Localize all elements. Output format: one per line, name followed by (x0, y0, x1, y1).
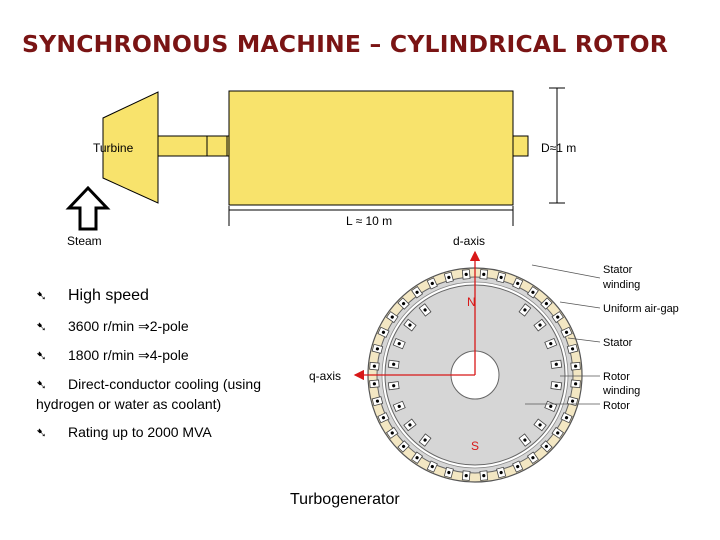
generator-body (228, 90, 514, 206)
rotor-winding-label-line-2: winding (602, 385, 640, 397)
turbine-body (102, 91, 159, 204)
bullet-marker-icon: ➷ (36, 426, 47, 441)
stator-slot (570, 379, 581, 389)
rotor-slot (387, 359, 400, 369)
stator-slot (526, 286, 539, 299)
stator-slot (570, 361, 581, 371)
stator-winding-label-line-2: winding (602, 279, 640, 291)
d-axis-label: d-axis (453, 234, 485, 248)
stator-slot (426, 277, 438, 290)
bullet-cooling-text-line-1: Direct-conductor cooling (using (68, 376, 261, 392)
stator-slot (566, 396, 579, 407)
stator-slot (479, 470, 489, 481)
rotor-slot (403, 318, 417, 332)
bullet-2-pole-text: 3600 r/min ⇒2-pole (68, 318, 189, 334)
stator-slot (369, 361, 380, 371)
rotor-slot (550, 359, 563, 369)
stator-slot (411, 286, 424, 299)
stator-slot (371, 343, 384, 354)
rotor-slot (387, 381, 400, 391)
stator-slot (371, 396, 384, 407)
bullet-4-pole: ➷ 1800 r/min ⇒4-pole (36, 347, 189, 364)
stator-slot (540, 440, 553, 453)
stator-slot (443, 271, 454, 284)
bullet-marker-icon: ➷ (36, 289, 47, 304)
rotor-slot (533, 318, 547, 332)
turbogenerator-caption: Turbogenerator (290, 491, 400, 508)
q-axis-label: q-axis (309, 369, 341, 383)
south-pole-label: S (471, 439, 479, 453)
bullet-4-pole-text: 1800 r/min ⇒4-pole (68, 347, 189, 363)
stator-slot (512, 460, 524, 473)
air-gap-leader (559, 301, 601, 309)
rotor-winding-label-line-1: Rotor (603, 371, 630, 383)
stator-winding-label-line-1: Stator (603, 264, 633, 276)
stator-slot (397, 440, 410, 453)
stator-slot (377, 412, 390, 424)
stator-slot (426, 460, 438, 473)
rotor-slot (418, 303, 432, 317)
rotor-slot (550, 381, 563, 391)
bullet-rating: ➷ Rating up to 2000 MVA (36, 424, 212, 441)
slide-title: SYNCHRONOUS MACHINE – CYLINDRICAL ROTOR (22, 30, 669, 58)
slots-layer (369, 269, 581, 481)
stator-slot (496, 466, 507, 479)
stator-slot (496, 271, 507, 284)
rotor-slot (518, 303, 532, 317)
stator-slot (551, 426, 564, 439)
bullet-high-speed: ➷ High speed (36, 287, 149, 305)
bullet-marker-icon: ➷ (36, 378, 47, 393)
stator-slot (479, 269, 489, 280)
stator-slot (377, 326, 390, 338)
rotor-slot (392, 400, 406, 413)
stator-slot (566, 343, 579, 354)
stator-slot (461, 470, 471, 481)
stator-slot (397, 297, 410, 310)
turbine-label: Turbine (93, 141, 134, 155)
stator-slot (386, 311, 399, 324)
shaft-coupling (206, 135, 228, 157)
rotor-label: Rotor (603, 400, 630, 412)
stator-label: Stator (603, 337, 633, 349)
rotor-slot (518, 433, 532, 447)
bullet-cooling: ➷ Direct-conductor cooling (using hydroge… (36, 375, 261, 414)
stator-leader (567, 337, 601, 343)
air-gap-label: Uniform air-gap (603, 303, 679, 315)
bullet-rating-text: Rating up to 2000 MVA (68, 424, 212, 440)
north-pole-label: N (467, 295, 476, 309)
length-label: L ≈ 10 m (346, 214, 392, 228)
rotor-slot (418, 433, 432, 447)
bullet-2-pole: ➷ 3600 r/min ⇒2-pole (36, 318, 189, 335)
bullet-high-speed-text: High speed (68, 287, 149, 304)
bullet-marker-icon: ➷ (36, 320, 47, 335)
stator-slot (461, 269, 471, 280)
stator-slot (560, 326, 573, 338)
stator-slot (411, 451, 424, 464)
bullet-marker-icon: ➷ (36, 349, 47, 364)
bullet-cooling-text-line-2: hydrogen or water as coolant) (36, 396, 222, 412)
rotor-slot (403, 418, 417, 432)
stator-slot (386, 426, 399, 439)
stator-slot (551, 311, 564, 324)
rotor-slot (544, 337, 558, 350)
stator-slot (443, 466, 454, 479)
stator-winding-leader (531, 264, 601, 279)
stator-slot (369, 379, 380, 389)
stator-slot (512, 277, 524, 290)
stator-slot (540, 297, 553, 310)
rotor-slot (392, 337, 406, 350)
stator-slot (526, 451, 539, 464)
rotor-slot (533, 418, 547, 432)
stator-slot (560, 412, 573, 424)
diameter-label: D≈1 m (541, 141, 576, 155)
steam-arrow-icon (65, 185, 111, 231)
steam-label: Steam (67, 234, 102, 248)
